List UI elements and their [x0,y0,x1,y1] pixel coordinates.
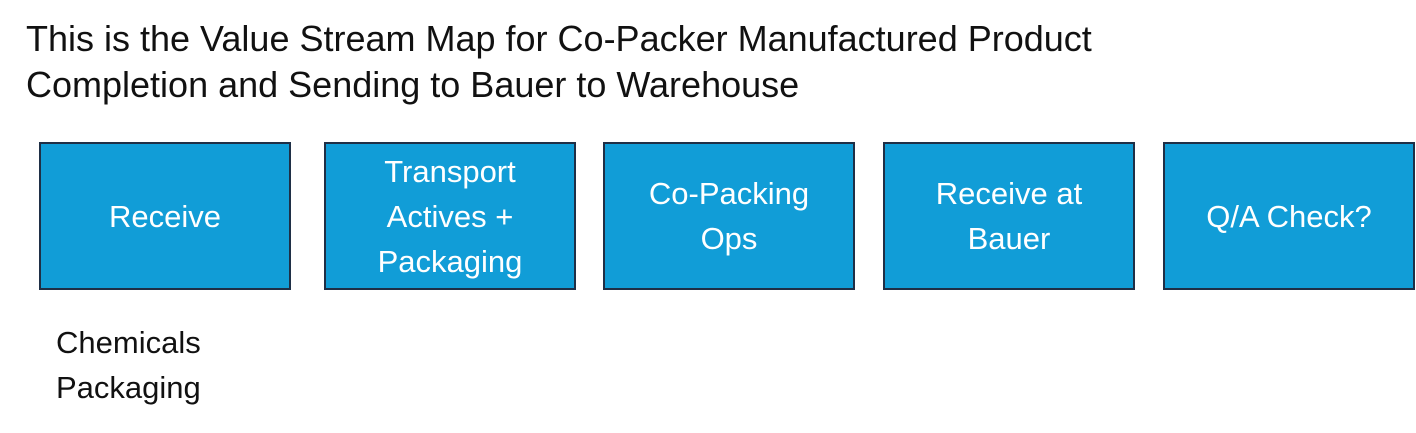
process-step-transport: Transport Actives + Packaging [324,142,576,290]
process-step-co-packing: Co-Packing Ops [603,142,855,290]
process-step-receive-at-bauer: Receive at Bauer [883,142,1135,290]
note-packaging: Packaging [56,370,201,405]
process-step-label: Transport Actives + Packaging [377,153,523,279]
page-title: This is the Value Stream Map for Co-Pack… [26,16,1326,108]
process-step-label: Receive at Bauer [935,176,1083,256]
process-step-label: Q/A Check? [1206,198,1372,234]
process-step-label: Co-Packing Ops [648,176,810,256]
title-line-2: Completion and Sending to Bauer to Wareh… [26,64,800,105]
process-step-receive: Receive [39,142,291,290]
note-chemicals: Chemicals [56,325,201,360]
process-step-qa-check: Q/A Check? [1163,142,1415,290]
title-line-1: This is the Value Stream Map for Co-Pack… [26,18,1092,59]
receive-notes: Chemicals Packaging [56,320,201,410]
process-step-label: Receive [109,198,221,234]
